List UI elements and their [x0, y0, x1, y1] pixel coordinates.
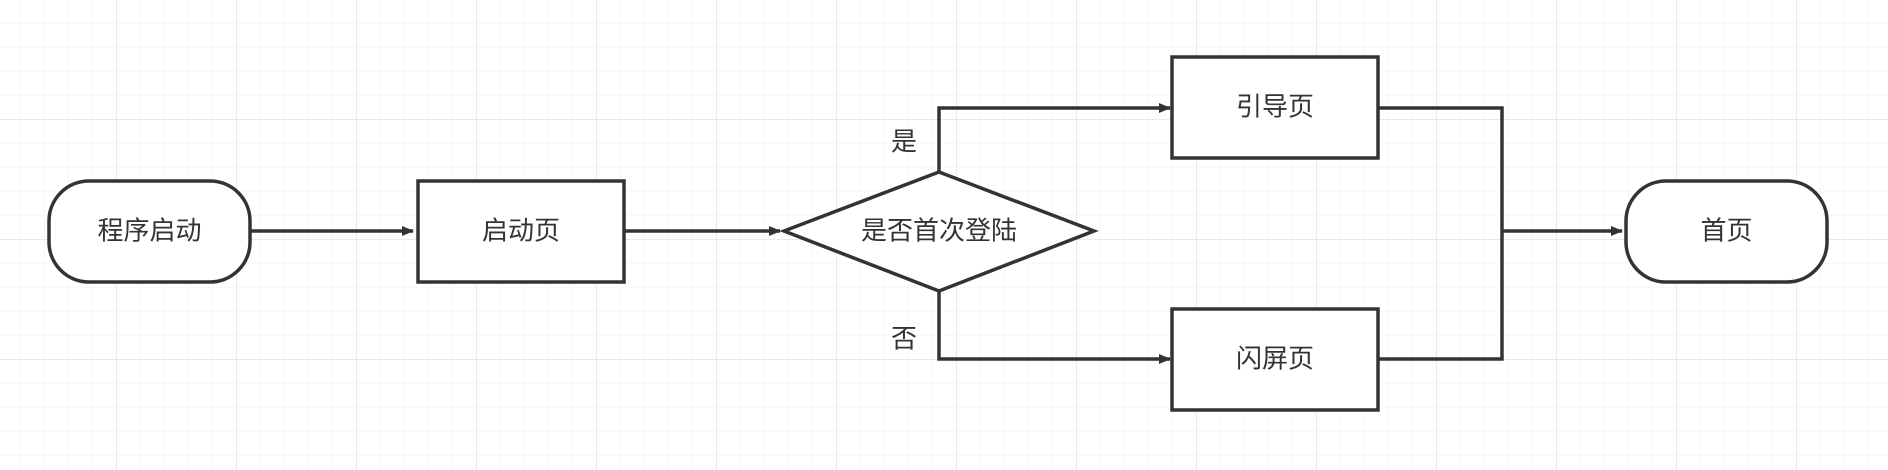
node-home[interactable]: 首页 — [1624, 179, 1829, 284]
node-flash-page-label: 闪屏页 — [1236, 345, 1314, 375]
node-home-label: 首页 — [1700, 217, 1752, 247]
node-start-shape — [47, 179, 252, 284]
node-start-label: 程序启动 — [97, 217, 201, 247]
node-splash-page[interactable]: 启动页 — [416, 179, 626, 284]
edge-decision-no-to-flash — [937, 291, 1171, 364]
node-guide-page-label: 引导页 — [1236, 93, 1314, 123]
node-guide-page-shape — [1170, 55, 1380, 160]
node-guide-page[interactable]: 引导页 — [1170, 55, 1380, 160]
branch-label-no: 否 — [891, 325, 917, 355]
node-start[interactable]: 程序启动 — [47, 179, 252, 284]
node-splash-page-label: 启动页 — [482, 217, 560, 247]
edge-guide-to-merge — [1378, 106, 1504, 361]
node-decision-shape — [779, 170, 1099, 293]
connectors — [250, 103, 1623, 364]
node-flash-page[interactable]: 闪屏页 — [1170, 307, 1380, 412]
node-decision[interactable]: 是否首次登陆 — [779, 170, 1099, 293]
node-decision-label: 是否首次登陆 — [861, 217, 1017, 247]
node-splash-page-shape — [416, 179, 626, 284]
node-home-shape — [1624, 179, 1829, 284]
branch-label-yes: 是 — [891, 128, 917, 158]
edge-decision-yes-to-guide — [937, 103, 1171, 172]
node-flash-page-shape — [1170, 307, 1380, 412]
